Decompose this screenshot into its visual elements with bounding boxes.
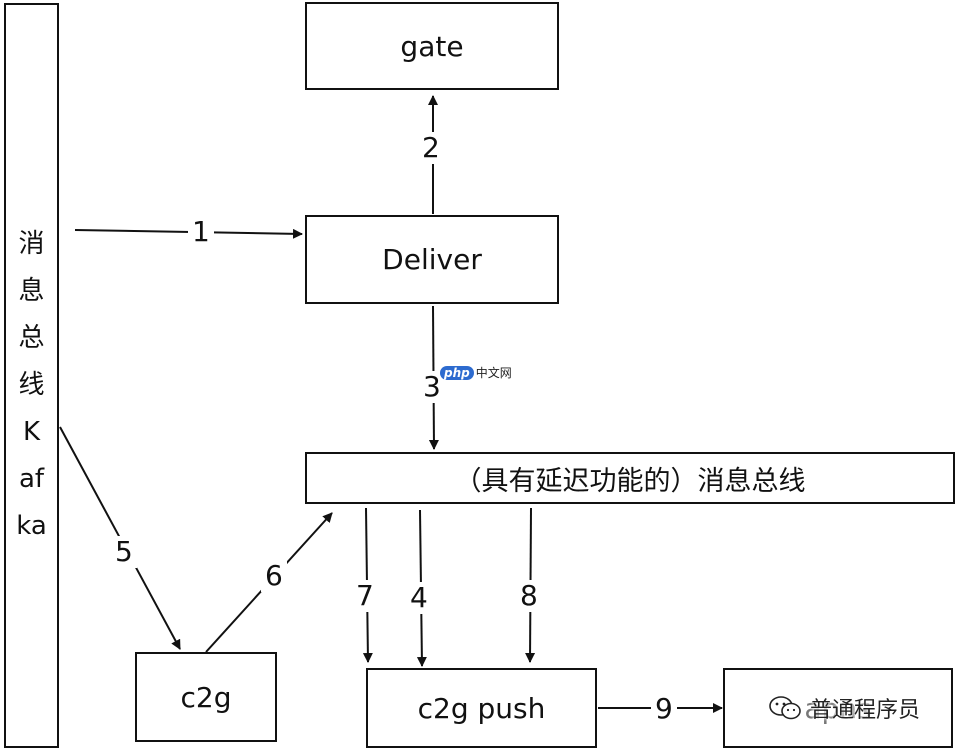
kafka-label-char: af [18, 464, 45, 494]
php-site-label: 中文网 [475, 366, 512, 380]
edge-label-2: 2 [418, 132, 444, 164]
edge-label-6: 6 [261, 560, 287, 592]
edge-label-3: 3 [419, 371, 445, 403]
c2g-push-label: c2g push [417, 691, 546, 725]
edge-label-4: 4 [406, 582, 432, 614]
deliver-node: Deliver [305, 215, 559, 304]
edge-label-9: 9 [651, 693, 677, 725]
kafka-label-char: K [22, 417, 41, 447]
kafka-label-char: 息 [18, 276, 45, 306]
php-logo: php [440, 366, 474, 380]
delay-bus-node: （具有延迟功能的）消息总线 [305, 452, 955, 504]
kafka-label-char: 线 [18, 370, 45, 400]
kafka-label-char: 总 [18, 323, 45, 353]
c2g-push-node: c2g push [366, 668, 597, 748]
kafka-label-char: 消 [18, 229, 45, 259]
edge-label-7: 7 [352, 580, 378, 612]
c2g-label: c2g [180, 680, 232, 714]
edge-label-5: 5 [111, 536, 137, 568]
c2g-node: c2g [135, 652, 277, 742]
apns-node: apns [723, 668, 953, 748]
deliver-label: Deliver [382, 243, 482, 276]
apns-label: apns [804, 691, 872, 725]
edge-label-1: 1 [188, 216, 214, 248]
gate-node: gate [305, 2, 559, 90]
brand-watermark: 普通程序员 [768, 692, 920, 724]
delay-bus-label: （具有延迟功能的）消息总线 [454, 465, 806, 497]
kafka-bus-node: 消 息 总 线 K af ka [4, 3, 59, 748]
gate-label: gate [400, 29, 464, 63]
kafka-label-char: ka [16, 511, 47, 541]
edge-label-8: 8 [516, 580, 542, 612]
wechat-icon [769, 696, 801, 720]
brand-label: 普通程序员 [810, 698, 921, 723]
